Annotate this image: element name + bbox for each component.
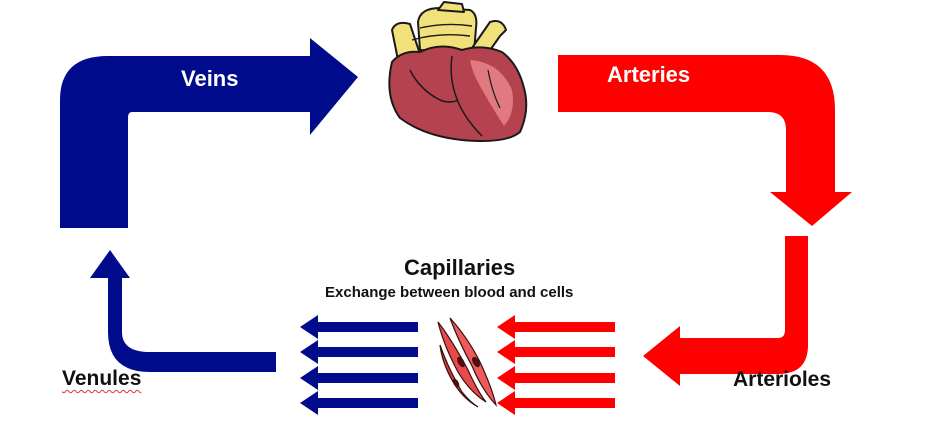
cell-nucleus-3 (452, 378, 460, 388)
heart-aorta (417, 7, 478, 53)
heart-vessel-top (437, 1, 465, 13)
capillary-arrow-blue-2 (300, 340, 418, 364)
capillaries-subtitle: Exchange between blood and cells (325, 284, 574, 301)
arteries-label: Arteries (607, 62, 691, 87)
capillary-arrow-red-2 (497, 340, 615, 364)
muscle-cell-3 (439, 344, 479, 408)
capillary-arrow-blue-1 (300, 315, 418, 339)
capillary-arrow-red-4 (497, 391, 615, 415)
arterioles-label: Arterioles (733, 368, 832, 391)
venules-arrow (90, 250, 276, 372)
heart-coronary-3 (487, 69, 501, 109)
heart-coronary-1 (450, 55, 483, 137)
capillaries-title: Capillaries (404, 255, 516, 280)
veins-arrow (60, 38, 358, 228)
heart-icon (388, 1, 528, 142)
capillary-arrow-blue-3 (300, 366, 418, 390)
cell-nucleus-1 (457, 356, 465, 368)
cell-nucleus-2 (472, 356, 480, 368)
capillary-arrow-blue-4 (300, 391, 418, 415)
venules-label-box: Venules (62, 367, 141, 391)
capillary-arrow-red-3 (497, 366, 615, 390)
heart-highlight (470, 60, 513, 126)
heart-coronary-2 (409, 69, 459, 103)
capillary-arrows-blue (300, 315, 418, 415)
venules-label: Venules (62, 367, 142, 390)
capillary-arrow-red-1 (497, 315, 615, 339)
heart-vessel-band (411, 23, 473, 41)
muscle-cell-icon (437, 317, 498, 408)
arterioles-arrow (643, 236, 808, 386)
veins-label: Veins (181, 66, 239, 91)
heart-vessel-left (391, 21, 421, 61)
arteries-arrow (558, 55, 852, 226)
capillary-arrows-red (497, 315, 615, 415)
